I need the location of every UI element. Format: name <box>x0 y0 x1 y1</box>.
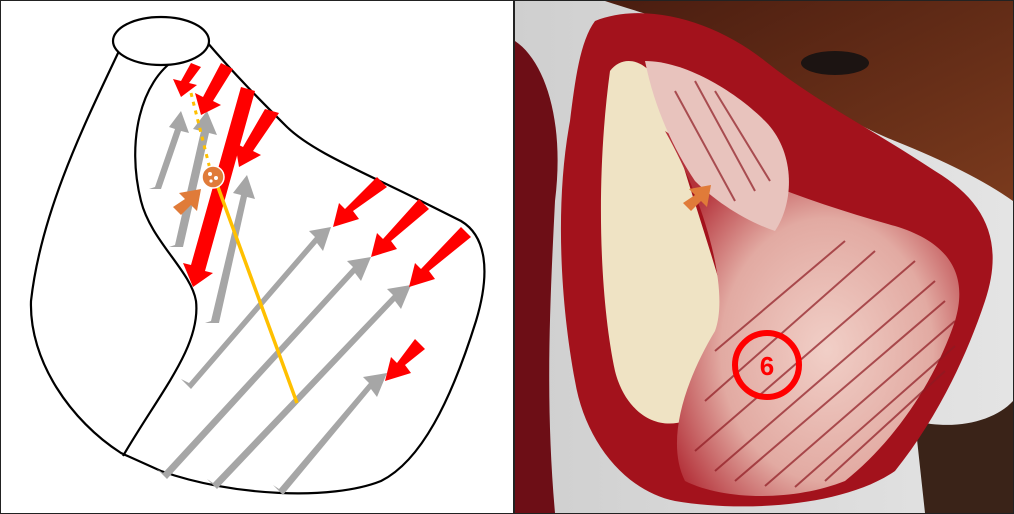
dissection-photo: 6 <box>515 1 1013 513</box>
red-arrow <box>195 63 233 115</box>
reference-line <box>215 179 297 403</box>
red-arrows <box>173 63 471 381</box>
gray-arrow <box>273 373 387 495</box>
red-arrow <box>173 63 201 97</box>
nerve-marker <box>202 166 224 188</box>
schematic-drawing <box>1 1 513 513</box>
gray-arrow <box>149 111 189 189</box>
region-marker-label: 6 <box>760 351 774 381</box>
schematic-panel <box>0 0 514 514</box>
gray-arrow <box>157 257 371 479</box>
condyle-outline <box>113 17 209 65</box>
red-arrow <box>385 339 425 381</box>
dissection-photo-panel: 6 <box>514 0 1014 514</box>
red-arrow <box>333 177 387 227</box>
red-arrow <box>409 227 471 287</box>
eye <box>801 51 869 75</box>
red-arrow <box>371 199 429 257</box>
gray-arrows <box>149 111 411 495</box>
inner-outline <box>123 59 196 456</box>
